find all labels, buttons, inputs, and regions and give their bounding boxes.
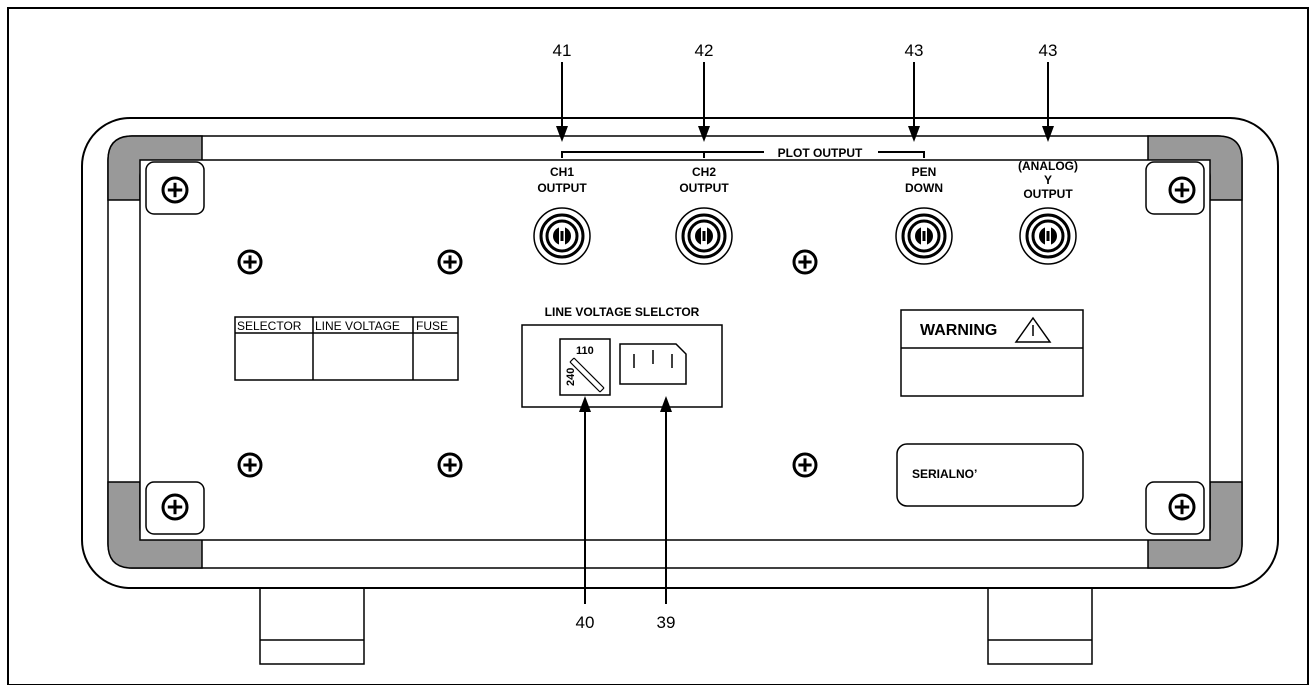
voltage-110: 110 xyxy=(576,345,594,357)
bnc-connector-icon xyxy=(895,207,953,265)
right-foot xyxy=(987,583,1093,665)
voltage-240: 240 xyxy=(565,368,577,386)
plot-output-bracket xyxy=(561,151,925,158)
screw-icon xyxy=(1168,176,1196,204)
bnc-connector-group xyxy=(533,207,1077,265)
warning-label: WARNING xyxy=(920,322,997,339)
screw-icon xyxy=(237,249,263,275)
ch2-label-line2: OUTPUT xyxy=(679,181,729,195)
voltage-selector-window xyxy=(559,338,611,396)
fuse-table-header-selector: SELECTOR xyxy=(237,319,302,333)
fuse-table xyxy=(234,316,459,381)
screw-icon xyxy=(161,176,189,204)
bnc-connector-icon xyxy=(533,207,591,265)
screw-icon xyxy=(161,493,189,521)
y-label-line2: Y xyxy=(1044,173,1052,187)
top-arrowheads xyxy=(556,126,1054,142)
callout-43-pen: 43 xyxy=(905,41,924,60)
bnc-connector-icon xyxy=(1019,207,1077,265)
ch1-label-line2: OUTPUT xyxy=(537,181,587,195)
bottom-arrowheads xyxy=(579,396,672,412)
power-inlet-icon xyxy=(619,343,687,385)
callout-42: 42 xyxy=(695,41,714,60)
y-label-line1: (ANALOG) xyxy=(1018,159,1078,173)
fuse-table-header-fuse: FUSE xyxy=(416,319,448,333)
serial-label: SERIALNO’ xyxy=(912,467,977,481)
screw-icon xyxy=(792,452,818,478)
serial-plate xyxy=(896,443,1084,507)
fuse-table-header-line-voltage: LINE VOLTAGE xyxy=(315,319,400,333)
y-label-line3: OUTPUT xyxy=(1023,187,1073,201)
callout-40: 40 xyxy=(576,613,595,632)
warning-plate xyxy=(900,309,1084,397)
warning-triangle-icon xyxy=(1014,316,1052,343)
callout-39: 39 xyxy=(657,613,676,632)
bottom-leader-lines xyxy=(584,408,667,604)
pen-label-line2: DOWN xyxy=(905,181,943,195)
callout-43-y: 43 xyxy=(1039,41,1058,60)
bnc-connector-icon xyxy=(675,207,733,265)
ch1-label-line1: CH1 xyxy=(550,165,574,179)
left-foot xyxy=(259,583,365,665)
pen-label-line1: PEN xyxy=(912,165,937,179)
screw-icon xyxy=(792,249,818,275)
plot-output-label: PLOT OUTPUT xyxy=(778,146,863,160)
screw-icon xyxy=(1168,493,1196,521)
screw-icon xyxy=(437,452,463,478)
ch2-label-line1: CH2 xyxy=(692,165,716,179)
line-voltage-selector-title: LINE VOLTAGE SLELCTOR xyxy=(545,305,700,319)
callout-41: 41 xyxy=(553,41,572,60)
screw-icon xyxy=(437,249,463,275)
screw-icon xyxy=(237,452,263,478)
top-leader-lines xyxy=(561,62,1049,134)
